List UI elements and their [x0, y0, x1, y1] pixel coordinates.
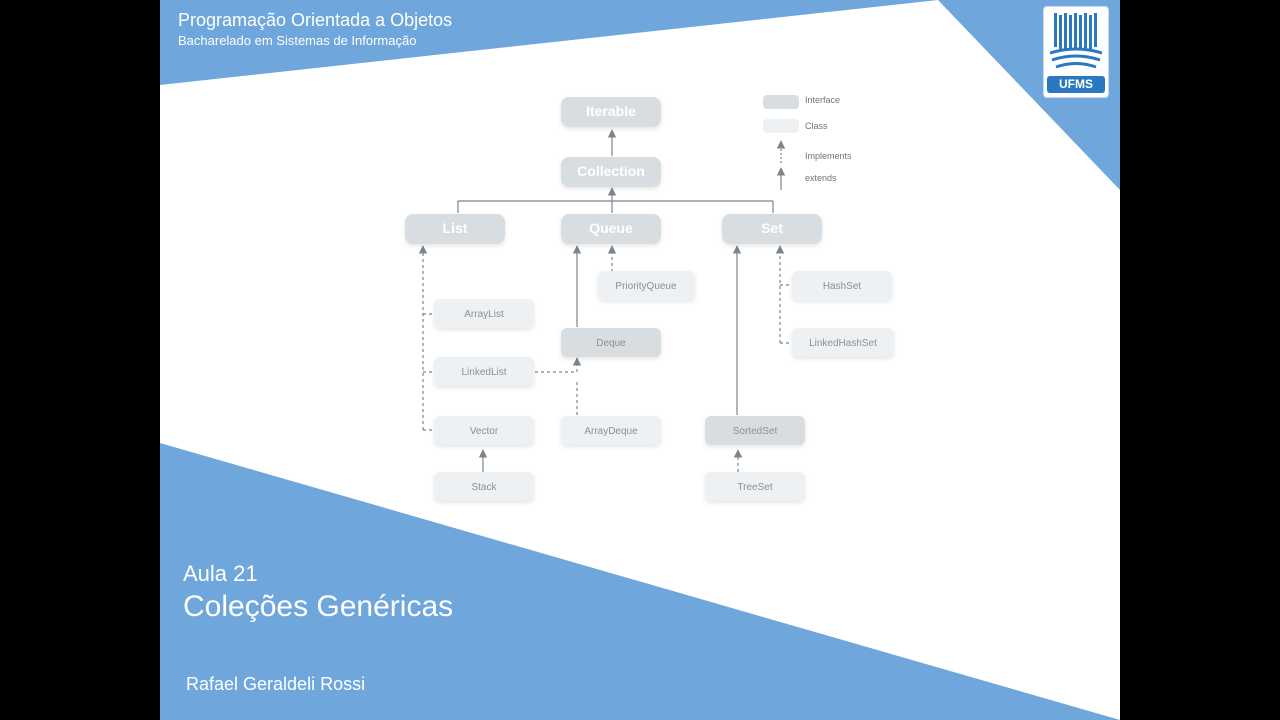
node-linkedhashset-label: LinkedHashSet: [809, 338, 877, 349]
node-sortedset-label: SortedSet: [733, 426, 778, 437]
bottom-banner: [160, 443, 1120, 720]
extends-connectors: [457, 129, 774, 472]
node-queue: Queue: [561, 214, 661, 244]
node-treeset: TreeSet: [705, 472, 805, 501]
node-arraylist: ArrayList: [434, 299, 534, 328]
node-priorityqueue: PriorityQueue: [598, 271, 695, 300]
ufms-building-icon: [1049, 13, 1103, 69]
node-stack-label: Stack: [471, 482, 497, 493]
course-title: Programação Orientada a Objetos: [178, 10, 453, 30]
legend-class-swatch: [763, 119, 799, 133]
logo-label-background: [1047, 76, 1105, 93]
lesson-topic: Coleções Genéricas: [183, 590, 454, 623]
node-linkedlist: LinkedList: [434, 357, 534, 386]
node-collection-label: Collection: [577, 163, 645, 179]
legend-interface-label: Interface: [805, 95, 840, 105]
node-treeset-label: TreeSet: [737, 482, 772, 493]
node-priorityqueue-label: PriorityQueue: [615, 281, 677, 292]
node-collection: Collection: [561, 157, 661, 187]
diagram-legend: Interface Class Implements extends: [763, 95, 852, 190]
collections-hierarchy-diagram: Iterable Collection List Queue Set Deque…: [405, 95, 894, 501]
node-linkedhashset: LinkedHashSet: [792, 328, 894, 357]
node-hashset-label: HashSet: [823, 281, 862, 292]
slide-background: [160, 0, 1120, 720]
slide: Programação Orientada a Objetos Bacharel…: [160, 0, 1120, 720]
lesson-number: Aula 21: [183, 561, 258, 586]
node-linkedlist-label: LinkedList: [461, 367, 506, 378]
node-iterable-label: Iterable: [586, 103, 636, 119]
node-queue-label: Queue: [589, 220, 633, 236]
legend-extends-label: extends: [805, 173, 837, 183]
logo-label: UFMS: [1059, 77, 1093, 91]
top-banner: [160, 0, 1120, 190]
node-set-label: Set: [761, 220, 783, 236]
node-stack: Stack: [434, 472, 534, 501]
node-vector: Vector: [434, 416, 534, 445]
legend-class-label: Class: [805, 121, 828, 131]
node-list-label: List: [443, 220, 468, 236]
node-deque: Deque: [561, 328, 661, 357]
legend-interface-swatch: [763, 95, 799, 109]
node-set: Set: [722, 214, 822, 244]
node-sortedset: SortedSet: [705, 416, 805, 445]
legend-implements-label: Implements: [805, 151, 852, 161]
node-list: List: [405, 214, 505, 244]
node-arraydeque: ArrayDeque: [561, 416, 661, 445]
node-arraydeque-label: ArrayDeque: [584, 426, 638, 437]
node-arraylist-label: ArrayList: [464, 309, 504, 320]
node-vector-label: Vector: [470, 426, 499, 437]
ufms-logo: UFMS: [1043, 6, 1109, 98]
course-subtitle: Bacharelado em Sistemas de Informação: [178, 33, 417, 48]
node-iterable: Iterable: [561, 97, 661, 127]
node-deque-label: Deque: [596, 338, 626, 349]
node-hashset: HashSet: [792, 271, 892, 300]
author-name: Rafael Geraldeli Rossi: [186, 674, 366, 694]
